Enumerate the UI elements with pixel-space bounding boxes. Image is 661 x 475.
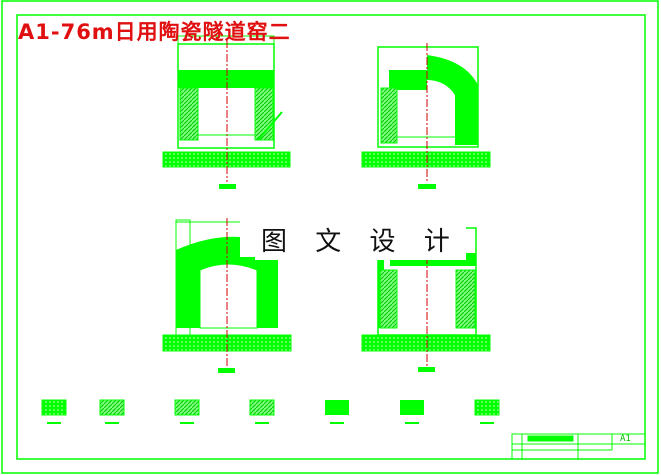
section-view-2 [361, 46, 491, 189]
sheet-size-label: A1 [620, 434, 631, 444]
section-view-3 [162, 219, 292, 373]
section-view-4 [361, 227, 491, 372]
material-legend [41, 399, 500, 424]
drawing-title: A1-76m日用陶瓷隧道窑二 [18, 20, 291, 44]
watermark: 图 文 设 计 [255, 219, 466, 260]
inner-frame [16, 14, 646, 460]
centerlines [226, 40, 428, 366]
title-block [511, 433, 646, 460]
